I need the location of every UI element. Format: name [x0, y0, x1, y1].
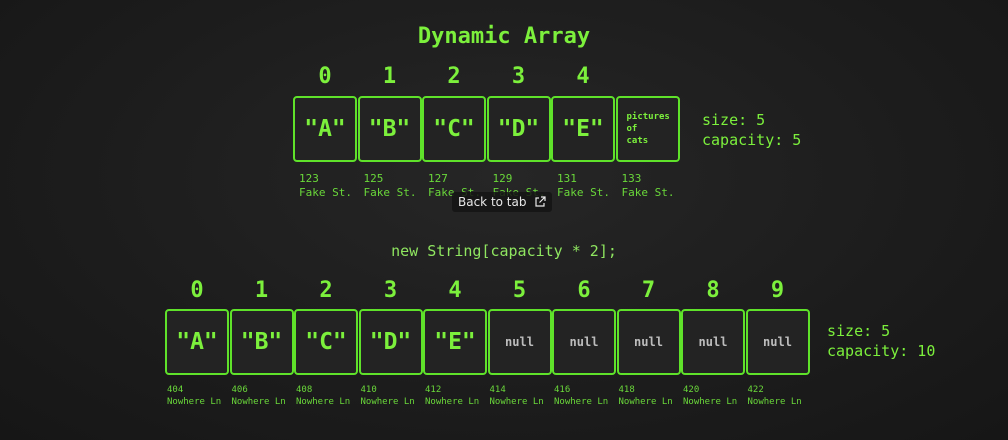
original-array-info: size: 5 capacity: 5 — [702, 110, 801, 150]
array-cell: "B" — [357, 96, 422, 162]
memory-address: 406 Nowhere Ln — [231, 385, 286, 407]
index-label: 4 — [576, 64, 590, 89]
index-label: 3 — [511, 64, 526, 89]
capacity-label: capacity: 5 — [702, 131, 802, 149]
capacity-label: capacity: 10 — [827, 342, 936, 360]
index-label: 8 — [706, 278, 720, 303]
diagram-title: Dynamic Array — [417, 24, 591, 49]
memory-address: 420 Nowhere Ln — [683, 385, 738, 407]
memory-address: 410 Nowhere Ln — [360, 385, 415, 407]
array-cell: "D" — [358, 309, 423, 375]
index-label: 0 — [318, 64, 332, 89]
array-cell: pictures of cats — [615, 96, 680, 162]
memory-address: 125 Fake St. — [363, 172, 417, 199]
index-label: 0 — [190, 278, 204, 303]
memory-address: 123 Fake St. — [299, 172, 352, 199]
array-cell: "A" — [293, 96, 357, 162]
memory-address: 127 Fake St. — [428, 172, 481, 199]
array-cell: "E" — [551, 96, 615, 162]
external-link-icon — [534, 196, 547, 208]
back-to-tab-tooltip[interactable]: Back to tab — [452, 192, 553, 212]
index-label: 7 — [641, 278, 656, 303]
size-label: size: 5 — [702, 111, 766, 129]
array-cell: "E" — [423, 309, 487, 375]
index-label: 9 — [770, 278, 785, 303]
array-cell: null — [681, 309, 745, 375]
array-cell: null — [745, 309, 810, 375]
memory-address: 422 Nowhere Ln — [747, 385, 802, 407]
array-cell: null — [487, 309, 552, 375]
memory-address: 416 Nowhere Ln — [554, 385, 609, 407]
memory-address: 133 Fake St. — [621, 172, 675, 199]
resized-array-info: size: 5 capacity: 10 — [827, 321, 935, 361]
memory-address: 131 Fake St. — [557, 172, 610, 199]
memory-address: 408 Nowhere Ln — [296, 385, 351, 407]
index-label: 4 — [448, 278, 462, 303]
index-label: 2 — [319, 278, 333, 303]
array-cell: "D" — [486, 96, 551, 162]
index-label: 2 — [447, 64, 461, 89]
memory-address: 414 Nowhere Ln — [489, 385, 544, 407]
index-label: 3 — [383, 278, 398, 303]
index-label: 6 — [577, 278, 591, 303]
array-cell: "C" — [294, 309, 358, 375]
array-cell: "B" — [229, 309, 294, 375]
index-label: 5 — [512, 278, 527, 303]
array-cell: null — [616, 309, 681, 375]
index-label: 1 — [382, 64, 397, 89]
memory-address: 412 Nowhere Ln — [425, 385, 480, 407]
array-cell: null — [552, 309, 616, 375]
size-label: size: 5 — [827, 322, 891, 340]
memory-address: 404 Nowhere Ln — [167, 385, 222, 407]
index-label: 1 — [254, 278, 269, 303]
memory-address: 418 Nowhere Ln — [618, 385, 673, 407]
code-caption: new String[capacity * 2]; — [391, 242, 617, 260]
array-cell: "C" — [422, 96, 486, 162]
tooltip-label: Back to tab — [458, 195, 527, 209]
array-cell: "A" — [165, 309, 229, 375]
